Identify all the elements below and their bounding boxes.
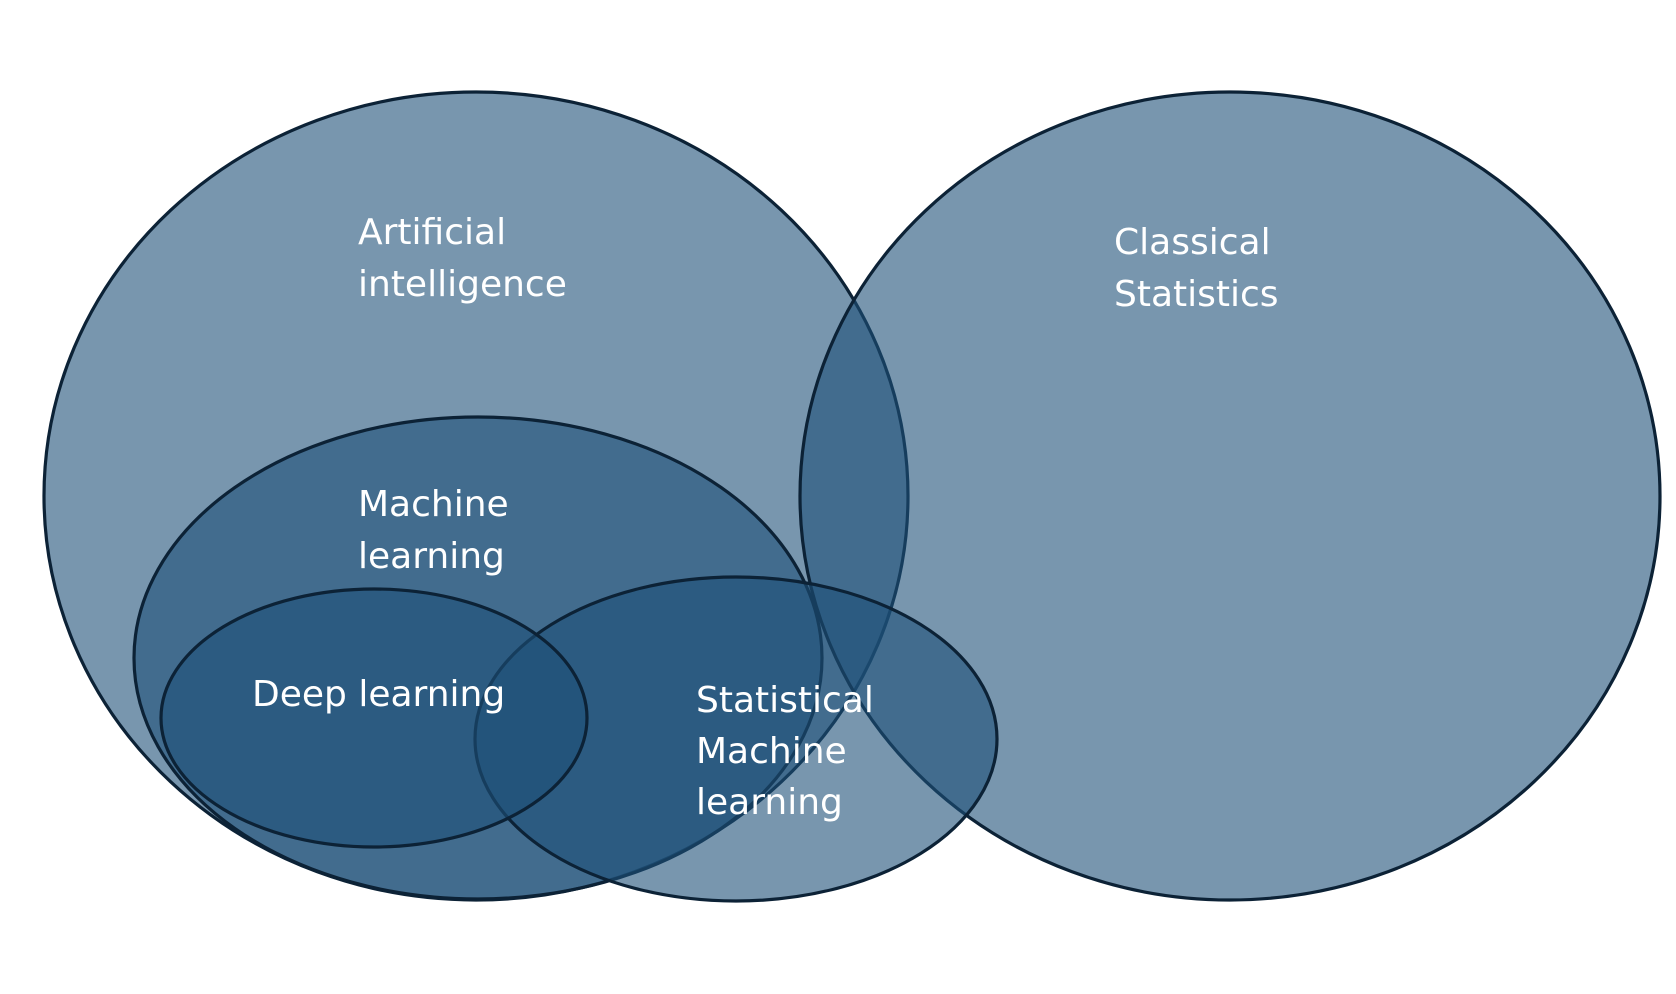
statistical-machine-learning-label-line2: Machine xyxy=(696,731,847,772)
classical-statistics-label: Classical Statistics xyxy=(1114,222,1282,315)
statistical-machine-learning-label-line3: learning xyxy=(696,782,843,823)
machine-learning-label-line2: learning xyxy=(358,536,505,577)
statistical-machine-learning-label-line1: Statistical xyxy=(696,680,874,721)
deep-learning-set xyxy=(159,587,589,849)
machine-learning-label: Machine learning xyxy=(358,484,520,577)
deep-learning-label-line1: Deep learning xyxy=(252,674,505,715)
deep-learning-label: Deep learning xyxy=(252,674,505,715)
statistical-machine-learning-label: Statistical Machine learning xyxy=(696,680,885,823)
classical-statistics-label-line1: Classical xyxy=(1114,222,1271,263)
classical-statistics-set xyxy=(798,90,1662,902)
classical-statistics-label-line2: Statistics xyxy=(1114,274,1279,315)
machine-learning-label-line1: Machine xyxy=(358,484,509,525)
artificial-intelligence-label-line1: Artificial xyxy=(358,212,506,253)
artificial-intelligence-label-line2: intelligence xyxy=(358,264,567,305)
artificial-intelligence-label: Artificial intelligence xyxy=(358,212,567,305)
